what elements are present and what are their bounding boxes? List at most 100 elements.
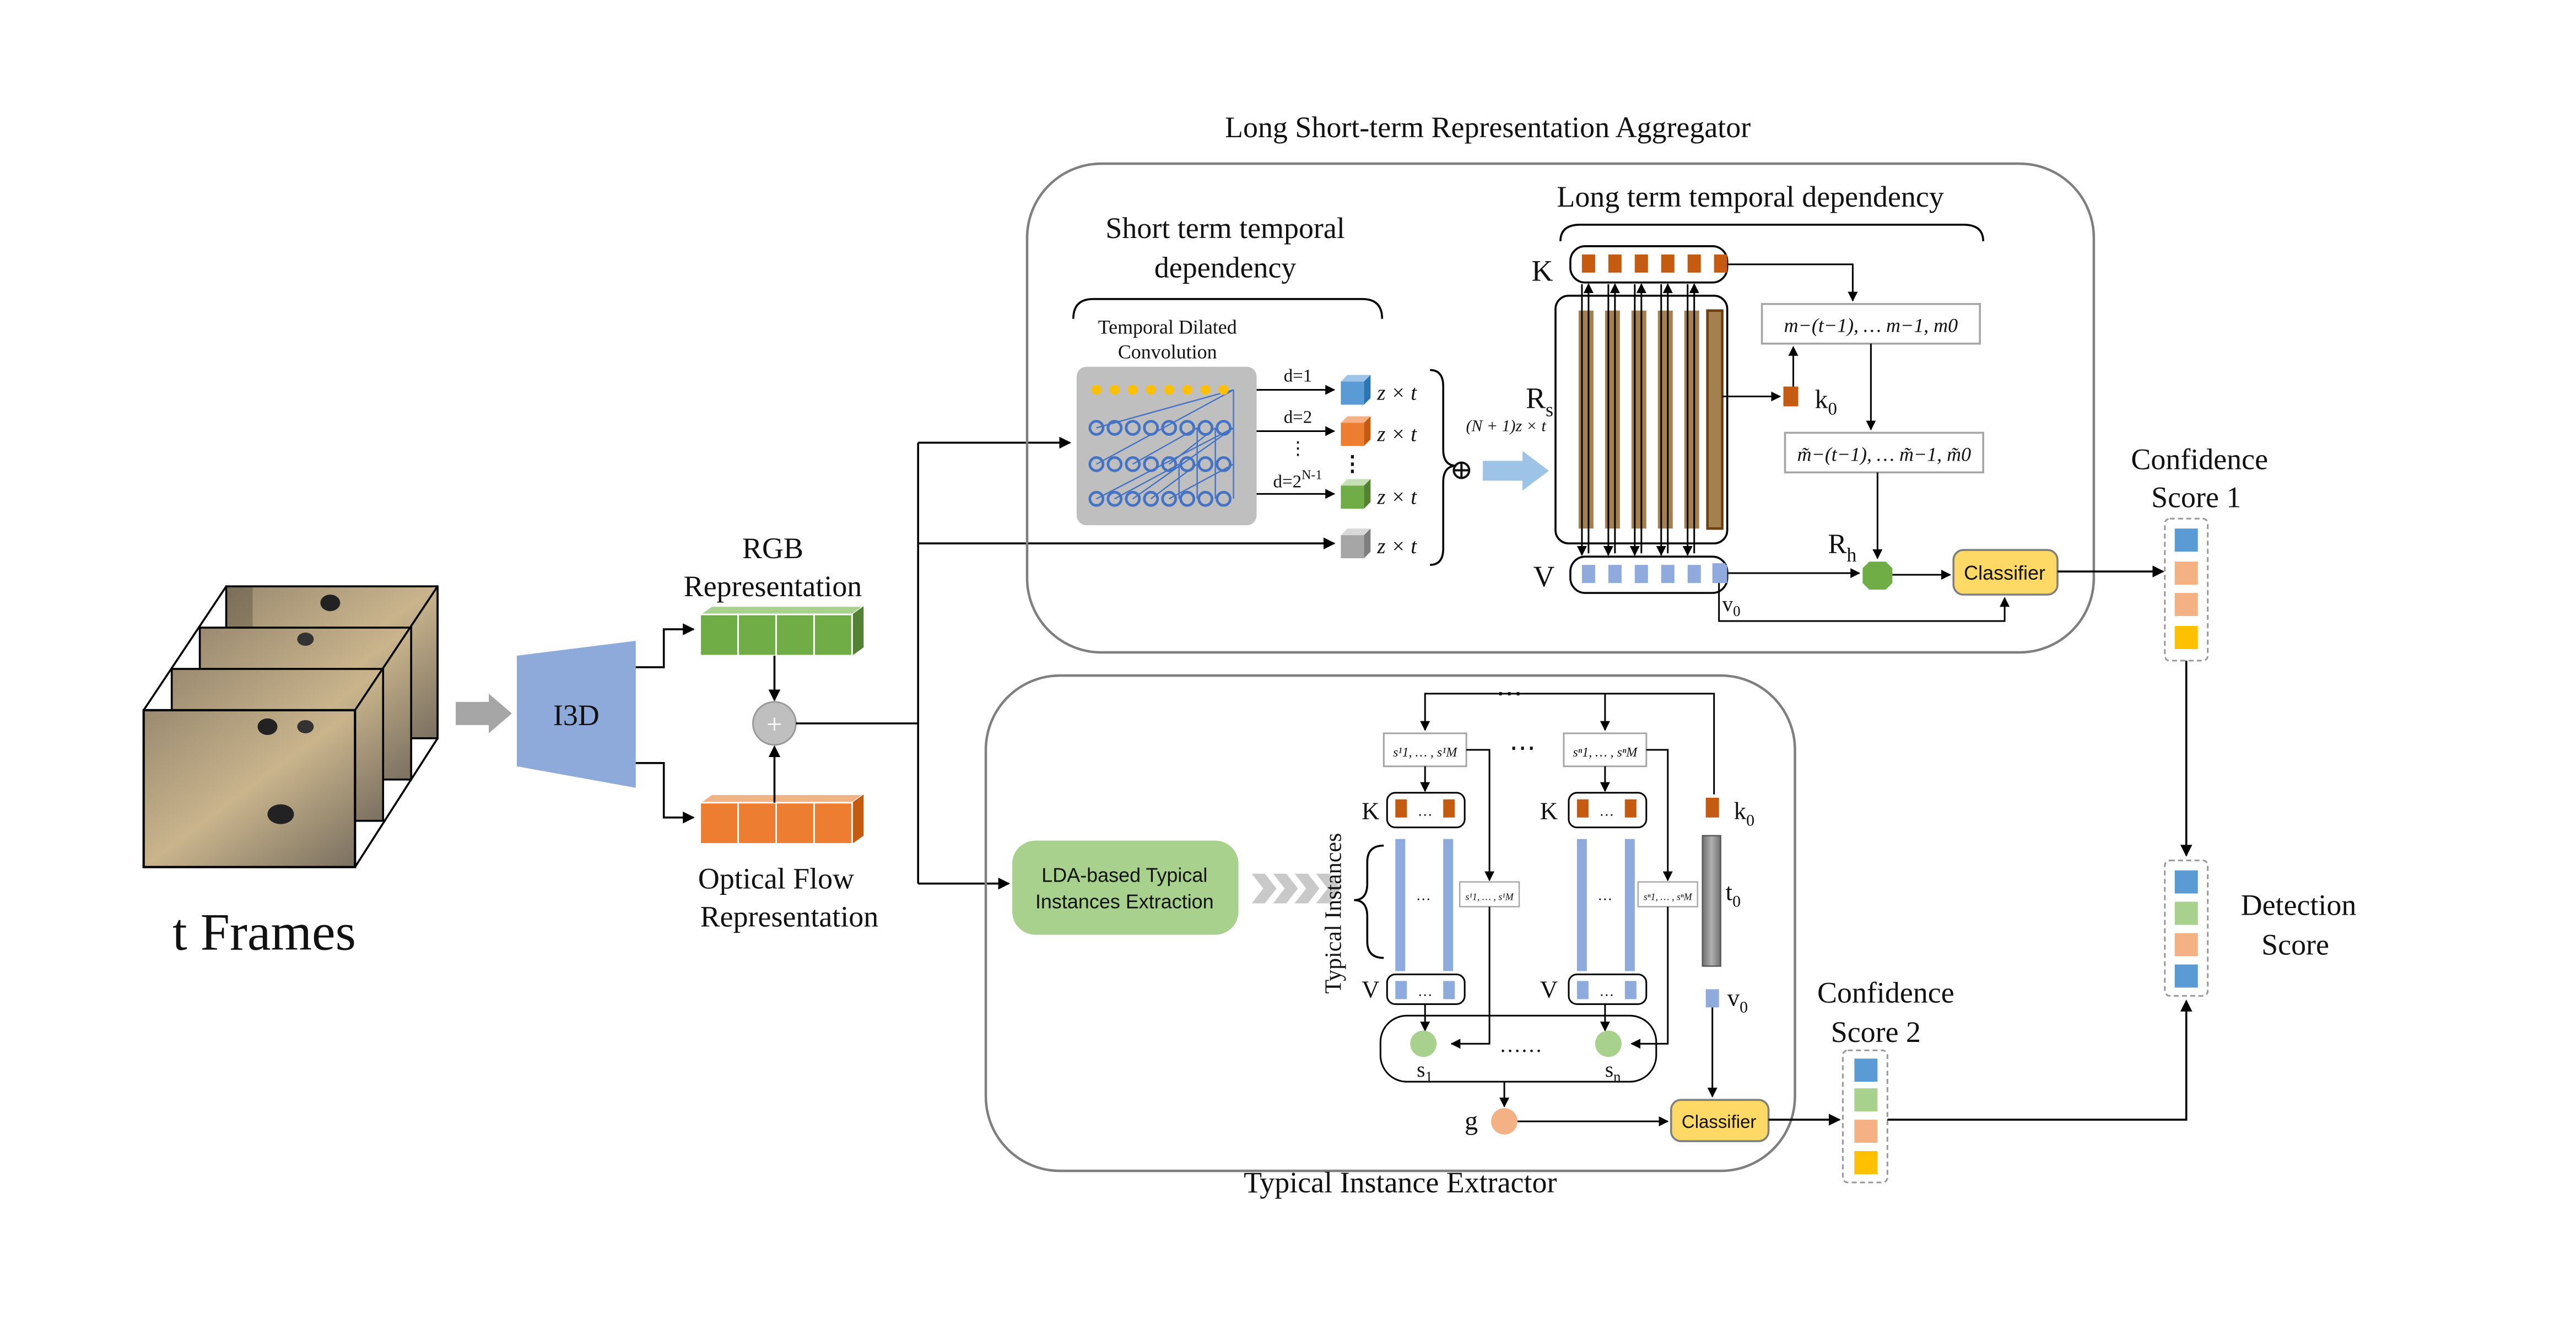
cube-green [1341, 479, 1371, 509]
feature-label-3: z × t [1376, 485, 1417, 509]
K-label-n: K [1540, 797, 1558, 825]
g-label: g [1465, 1106, 1478, 1136]
dilation-outputs: d=1 d=2 ⋮ d=2N-1 ⋮ z × t z × t z × t z ×… [1256, 366, 1457, 566]
rgb-feature-bar [698, 605, 866, 657]
lda-line1: LDA-based Typical [1041, 864, 1207, 887]
long-term-title: Long term temporal dependency [1557, 180, 1943, 213]
concat-arrow [1483, 451, 1549, 491]
ext-v0-label: v0 [1727, 984, 1748, 1016]
V-label-n: V [1540, 975, 1558, 1003]
short-term-title-line1: Short term temporal [1105, 212, 1344, 245]
V-label: V [1533, 560, 1555, 593]
rgb-label-line1: RGB [742, 532, 803, 565]
conv-title-line1: Temporal Dilated [1098, 316, 1237, 338]
K-label-1: K [1362, 797, 1379, 825]
detection-vector [2164, 860, 2209, 997]
i3d-encoder: I3D [516, 641, 636, 788]
instance-col-1a [1395, 839, 1406, 971]
key-to-memory-arrow [1727, 263, 1858, 302]
memory-updated-text: m̃−(t−1), … m̃−1, m̃0 [1797, 443, 1971, 465]
fusion-node: + [752, 701, 797, 746]
memory-box [1760, 303, 1981, 345]
s1-label: s1 [1417, 1058, 1433, 1085]
t0-bar [1702, 835, 1721, 967]
dilated-convolution-block [1076, 366, 1257, 526]
classifier-1-label: Classifier [1964, 561, 2045, 584]
instance-col-na [1576, 839, 1587, 971]
confidence1-line1: Confidence [2131, 442, 2268, 476]
rgb-representation: RGB Representation [684, 532, 866, 657]
score2-to-detection [1887, 1000, 2192, 1121]
ext-k0-label: k0 [1734, 797, 1754, 830]
setn-small-box [1637, 881, 1698, 908]
confidence2-line2: Score 2 [1831, 1015, 1921, 1049]
d2-label: d=2 [1284, 407, 1313, 427]
set1-small-text: s¹1, … , s¹M [1466, 892, 1514, 903]
s-node-container [1379, 1014, 1657, 1083]
short-term-title-line2: dependency [1154, 251, 1297, 284]
flow-label-line1: Optical Flow [698, 862, 854, 895]
setn-text: sⁿ1, … , sⁿM [1573, 746, 1638, 760]
classifier-2-label: Classifier [1682, 1111, 1757, 1132]
fusion-plus-symbol: + [766, 709, 782, 740]
instance-col-1b [1443, 839, 1454, 971]
i3d-label: I3D [553, 699, 600, 732]
Rh-node [1862, 561, 1893, 590]
s1-node [1410, 1030, 1437, 1057]
feature-label-2: z × t [1376, 422, 1417, 446]
ext-k0-cell [1705, 797, 1719, 818]
svg-text:…: … [1599, 982, 1614, 999]
dots-top: ⋯ [1496, 679, 1522, 708]
concat-oplus: ⊕ [1450, 455, 1473, 485]
typical-instances-brace [1354, 844, 1384, 959]
svg-text:…: … [1418, 803, 1433, 819]
ellipsis: …… [1499, 1033, 1542, 1057]
sn-node [1595, 1030, 1622, 1057]
t0-label: t0 [1726, 878, 1741, 911]
v0-label: v0 [1722, 592, 1741, 619]
key-cells [1581, 254, 1727, 273]
input-nodes [1091, 385, 1229, 395]
lda-chevrons [1251, 873, 1341, 904]
dots-middle: ⋯ [1509, 733, 1536, 763]
sn-label: sn [1605, 1058, 1621, 1085]
rgb-label-line2: Representation [684, 570, 862, 603]
aggregator-title: Long Short-term Representation Aggregato… [1225, 111, 1751, 144]
fusion-connectors [796, 436, 1336, 890]
cube-vdots: ⋮ [1342, 452, 1363, 476]
V-label-1: V [1362, 975, 1379, 1003]
lda-line2: Instances Extraction [1035, 890, 1214, 913]
svg-text:…: … [1597, 887, 1612, 904]
i3d-to-flow-arrow [635, 761, 695, 824]
memory-updated-box [1784, 431, 1984, 474]
lda-box [1012, 840, 1239, 935]
set1-text: s¹1, … , s¹M [1393, 746, 1458, 760]
g-node [1491, 1108, 1518, 1135]
feedback-loop [1420, 693, 1715, 795]
conv-title-line2: Convolution [1118, 341, 1217, 363]
detection-line2: Score [2261, 928, 2329, 961]
d1-label: d=1 [1284, 366, 1313, 386]
flow-representation: Optical Flow Representation [698, 793, 879, 933]
svg-text:…: … [1599, 803, 1614, 819]
detection-line1: Detection [2241, 889, 2357, 922]
frames-to-i3d-arrow [456, 693, 512, 733]
short-term-brace [1072, 298, 1384, 319]
confidence2-vector [1841, 1049, 1888, 1184]
instance-col-nb [1624, 839, 1635, 971]
K-label: K [1532, 255, 1553, 288]
key-box-n [1568, 792, 1648, 829]
setn-small-text: sⁿ1, … , sⁿM [1644, 892, 1693, 903]
memory-arrows [1576, 283, 1699, 556]
feature-label-1: z × t [1376, 381, 1417, 405]
flow-label-line2: Representation [700, 900, 879, 933]
key-box-1 [1386, 792, 1466, 829]
hidden-nodes [1088, 420, 1232, 507]
concat-label: (N + 1)z × t [1466, 417, 1546, 435]
dN-label: d=2N-1 [1273, 468, 1322, 491]
video-frames: t Frames [142, 585, 439, 961]
confidence1-line2: Score 1 [2151, 480, 2241, 514]
cube-blue [1341, 375, 1371, 405]
memory-text: m−(t−1), … m−1, m0 [1784, 315, 1958, 337]
